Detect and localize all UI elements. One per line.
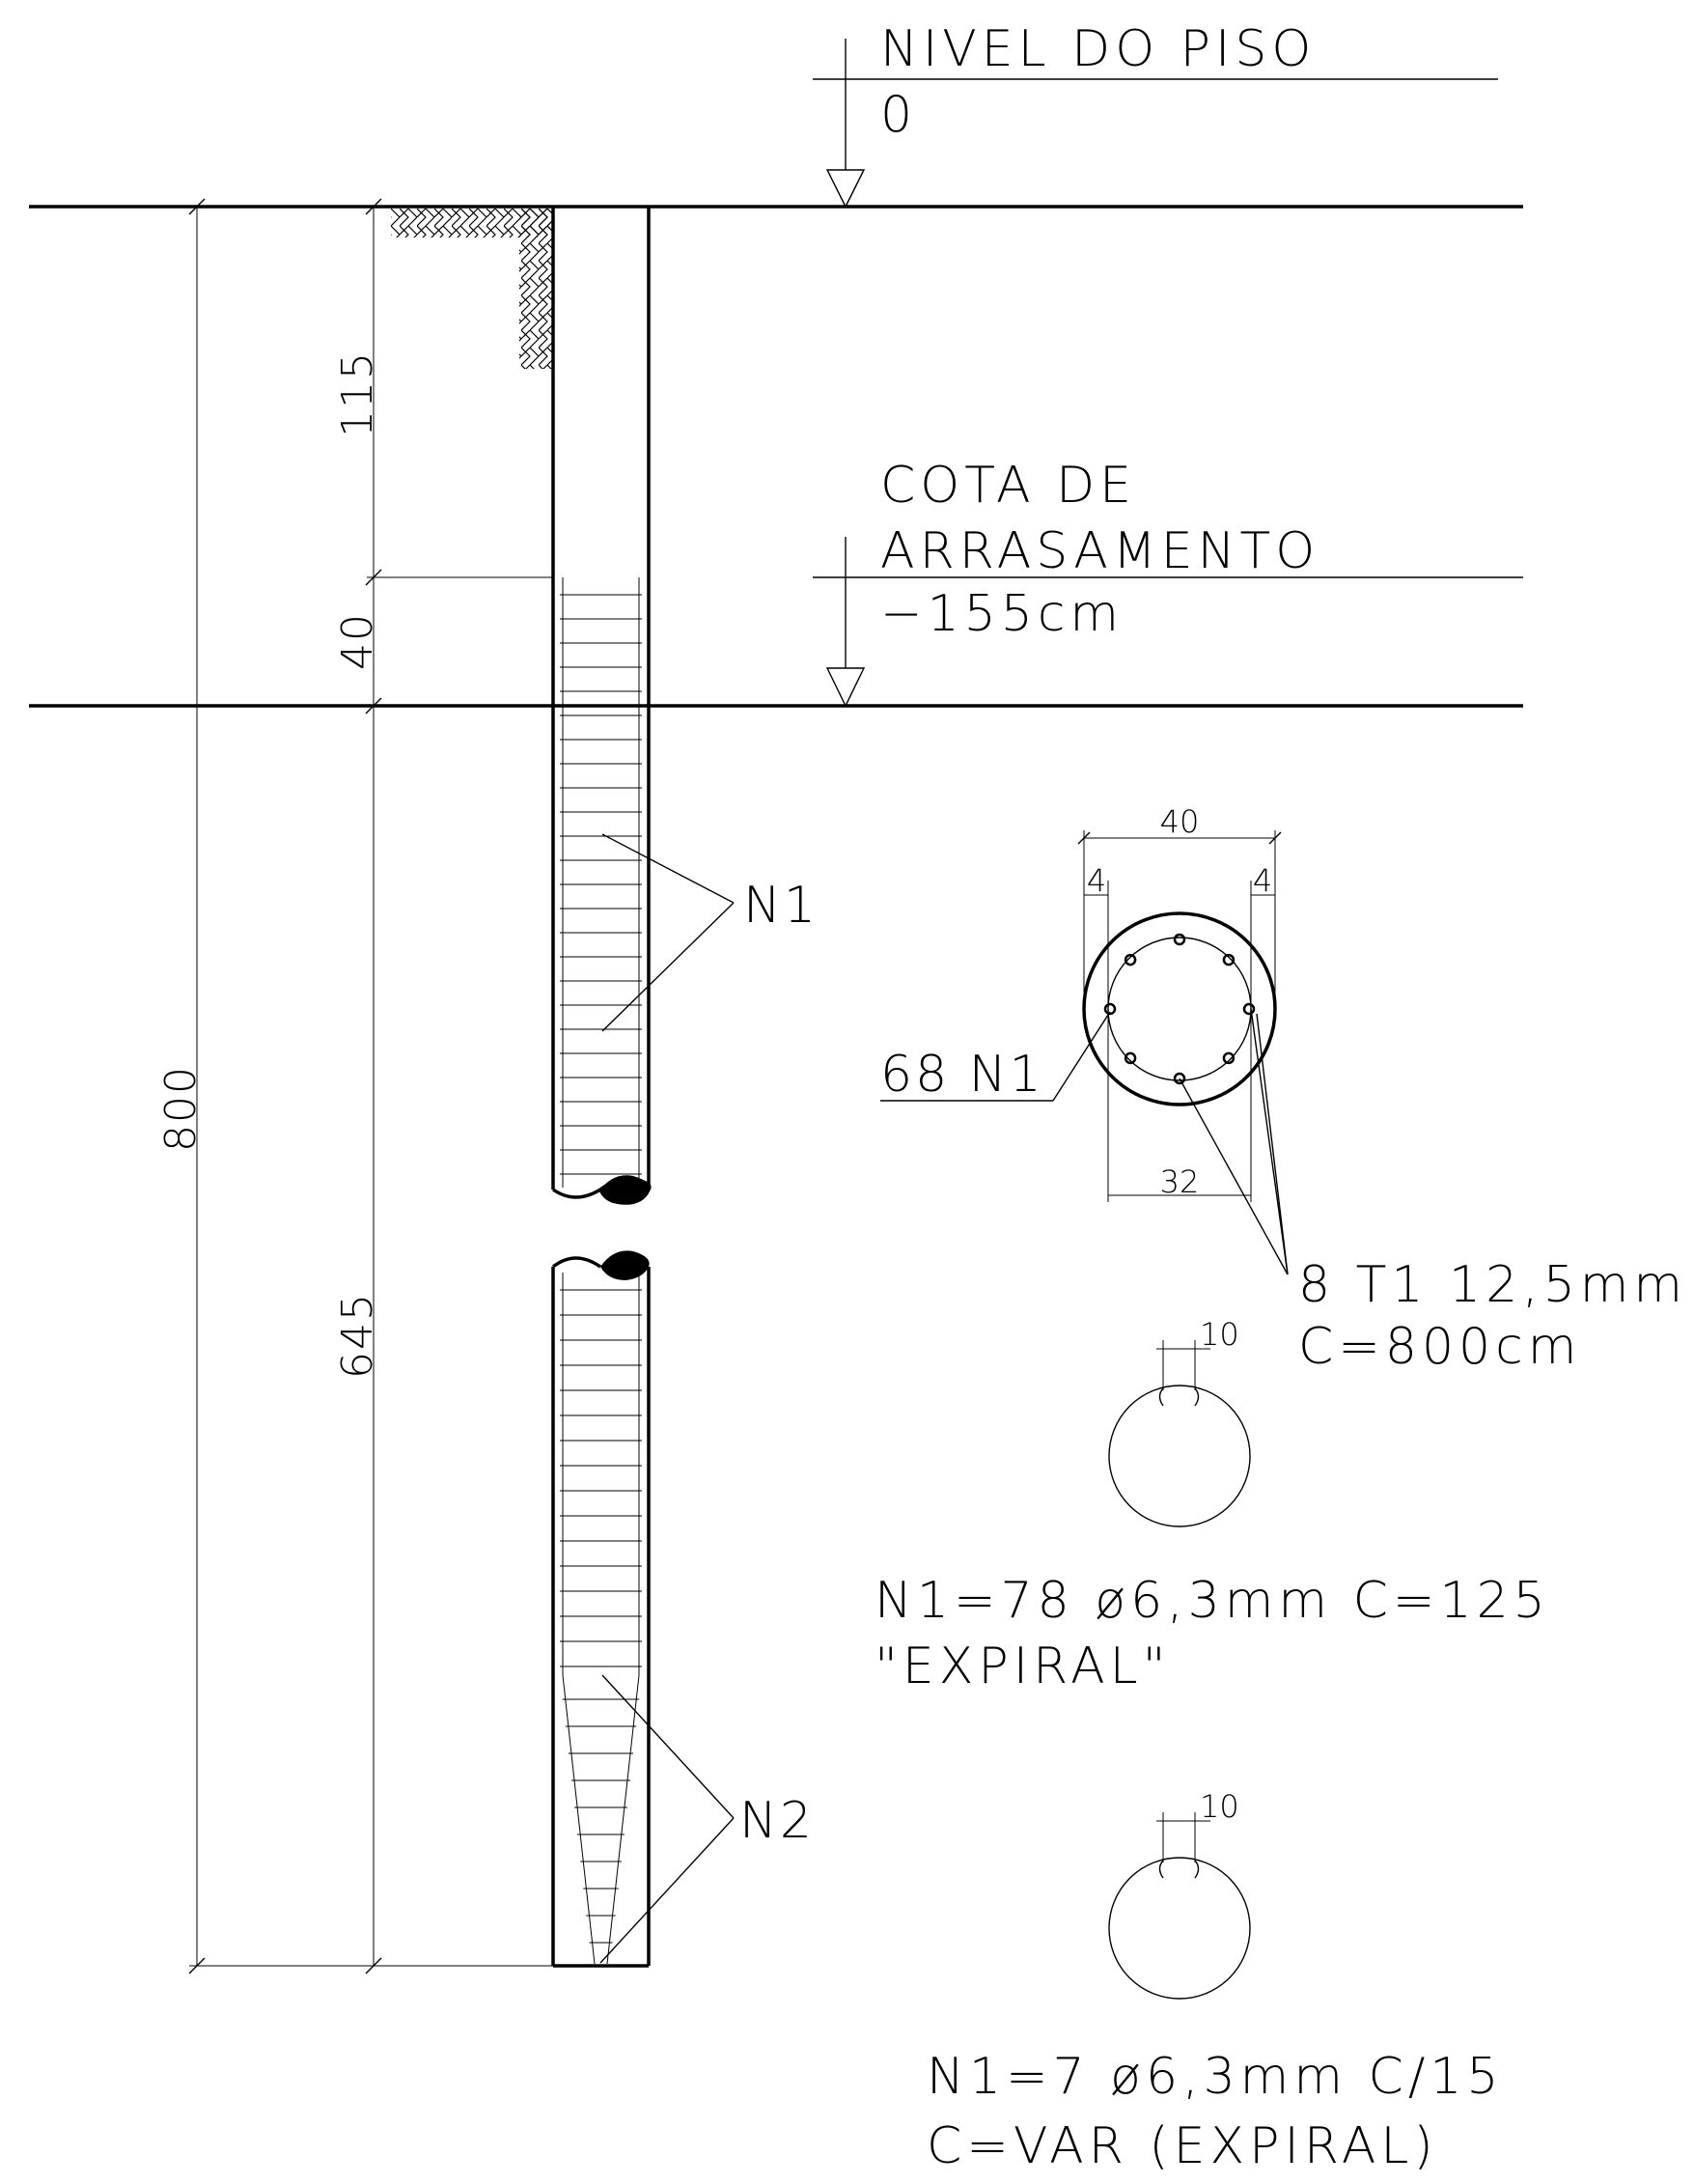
dimension-total [188,198,553,1974]
spiral-detail-1 [1108,1340,1251,1527]
n2-leader [599,1674,735,1964]
dimension-cutoff-label: 40 [333,612,382,670]
spiral-2-line2: C=VAR (EXPIRAL) [927,2117,1438,2175]
bar-dot [1103,1002,1117,1016]
dimension-segments [365,198,553,1974]
long-bars-line1: 8 T1 12,5mm [1298,1256,1687,1314]
hook-2-label: 10 [1200,1788,1239,1825]
floor-level-marker [813,39,1498,209]
section-ref-label: 68 N1 [880,1046,1044,1104]
cover-left-label: 4 [1087,862,1106,899]
bar-dot [1242,1002,1256,1016]
cross-section [1077,830,1282,1202]
core-diameter-label: 32 [1160,1163,1200,1200]
long-bars-line2: C=800cm [1298,1318,1581,1376]
dimension-total-label: 800 [156,1065,206,1152]
section-leader [880,1008,1289,1275]
n1-ref-label: N1 [743,877,819,935]
cutoff-label-line2: ARRASAMENTO [880,522,1319,580]
cover-right-label: 4 [1253,862,1272,899]
pile-lower [551,1250,651,1968]
dimension-top-label: 115 [333,350,382,437]
stirrups-lower [560,1289,642,1944]
bar-dot [1222,953,1236,966]
spiral-1-line2: "EXPIRAL" [875,1638,1171,1695]
spiral-2-line1: N1=7 ø6,3mm C/15 [927,2048,1504,2106]
floor-level-value: 0 [880,86,917,144]
cutoff-level-marker [813,537,1523,708]
soil-hatch [391,209,553,369]
bar-dot [1173,1072,1186,1085]
cutoff-value: −155cm [880,585,1124,643]
n1-leader [601,833,735,1032]
floor-level-title: NIVEL DO PISO [880,20,1316,78]
spiral-detail-2 [1108,1812,1251,2000]
pile-upper [551,207,652,1205]
section-diameter-label: 40 [1160,803,1200,840]
bar-dot [1222,1051,1236,1065]
longitudinal-bars [1103,933,1256,1085]
stirrups-upper [560,594,642,1175]
dimension-bottom-label: 645 [333,1292,382,1379]
n2-ref-label: N2 [739,1792,815,1850]
hook-1-label: 10 [1200,1316,1239,1353]
bar-dot [1124,953,1137,966]
bar-dot [1124,1051,1137,1065]
bar-dot [1173,933,1186,946]
cutoff-label-line1: COTA DE [880,457,1136,515]
spiral-1-line1: N1=78 ø6,3mm C=125 [875,1572,1550,1630]
